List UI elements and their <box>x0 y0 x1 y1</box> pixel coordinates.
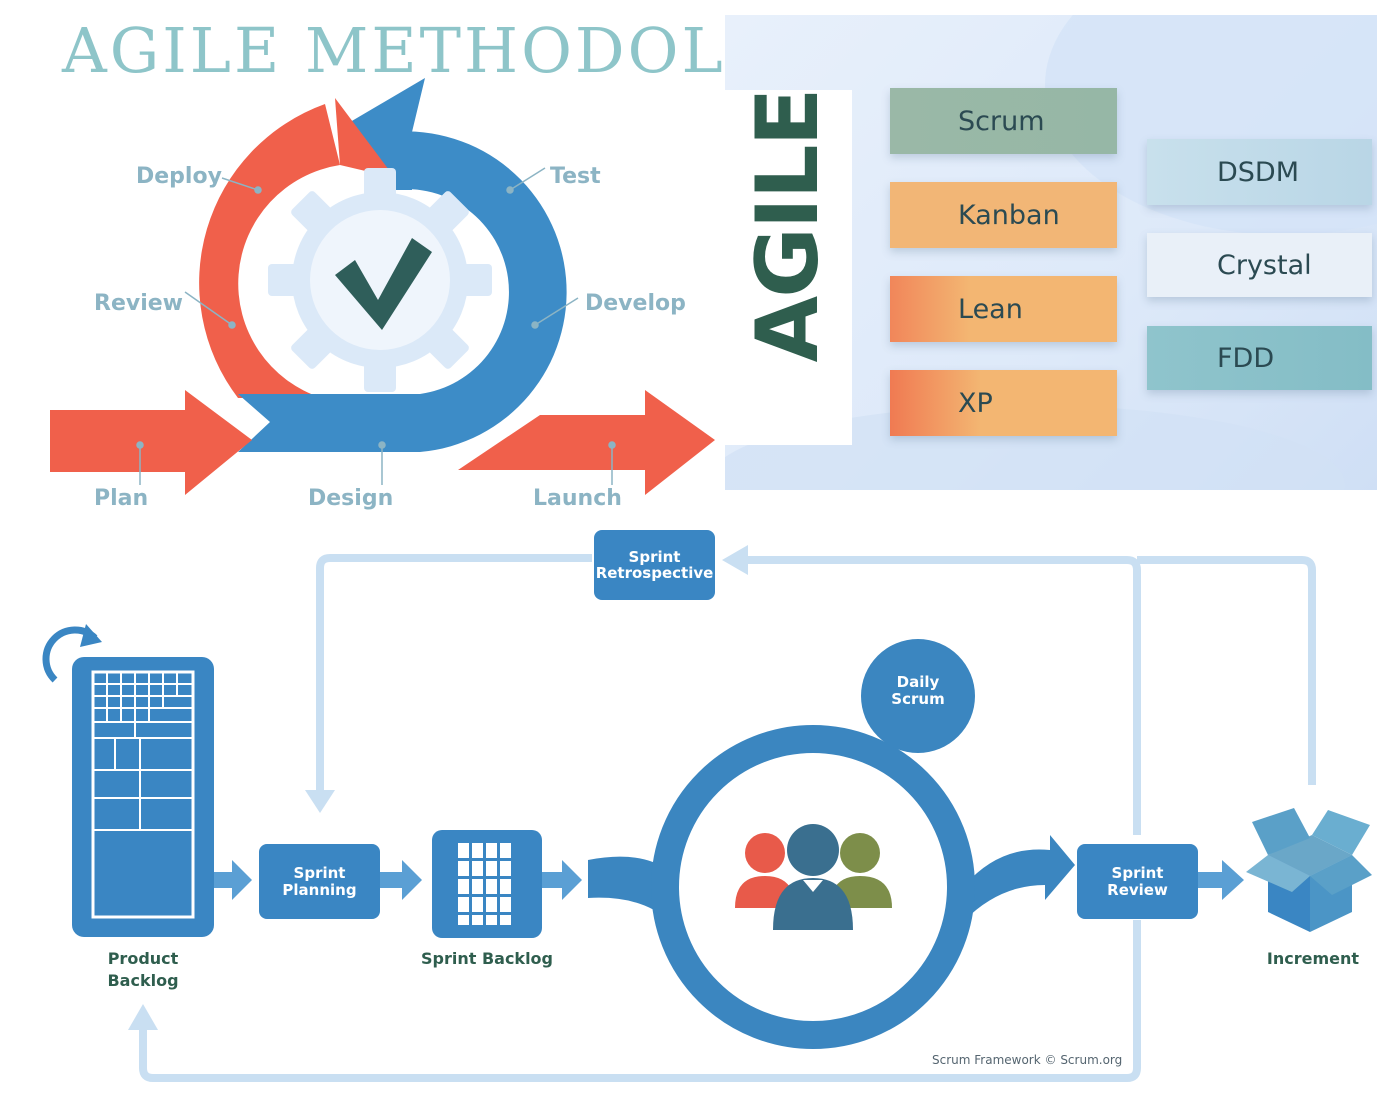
framework-fdd: FDD <box>1147 326 1372 390</box>
flow-arrow-1 <box>214 860 252 900</box>
flow-arrow-4 <box>1198 860 1244 900</box>
flow-arrow-3 <box>542 860 582 900</box>
sprint-retrospective-label: Sprint Retrospective <box>595 547 714 582</box>
daily-scrum-label: Daily Scrum <box>891 673 945 708</box>
launch-arrow <box>458 390 715 495</box>
sprint-planning-label: Sprint Planning <box>282 864 357 899</box>
cycle-diagram <box>50 78 715 495</box>
red-arrowhead <box>335 98 395 178</box>
stage-plan: Plan <box>94 486 149 511</box>
plan-arrow <box>50 390 252 495</box>
framework-lean: Lean <box>890 276 1117 342</box>
agile-card <box>725 90 852 445</box>
retrospective-loop <box>316 554 592 795</box>
framework-crystal-label: Crystal <box>1217 249 1312 281</box>
stage-review: Review <box>94 291 183 316</box>
sprint-review-box: Sprint Review <box>1077 844 1198 919</box>
stage-test: Test <box>550 164 601 189</box>
open-box-icon <box>1246 808 1372 932</box>
framework-scrum: Scrum <box>890 88 1117 154</box>
retro-loop-arrowhead <box>305 790 335 813</box>
scrum-framework-panel: Sprint Retrospective Sprint Planning Spr… <box>0 520 1400 1120</box>
framework-crystal: Crystal <box>1147 233 1372 297</box>
sprint-review-label: Sprint Review <box>1107 864 1168 899</box>
checkmark-icon <box>335 238 432 330</box>
framework-dsdm-label: DSDM <box>1217 156 1300 188</box>
stage-deploy: Deploy <box>136 164 222 189</box>
sprint-retrospective-box: Sprint Retrospective <box>594 530 715 600</box>
increment-label: Increment <box>1266 949 1360 968</box>
product-backlog-label: Product Backlog <box>107 949 179 990</box>
framework-scrum-label: Scrum <box>958 105 1045 137</box>
scrum-credit: Scrum Framework © Scrum.org <box>932 1053 1123 1067</box>
sprint-backlog-label: Sprint Backlog <box>420 949 553 968</box>
scrum-diagram <box>42 545 1372 1082</box>
sprint-swoosh-out <box>965 835 1075 920</box>
agile-cycle-panel: AGILE METHODOLOG <box>0 0 725 530</box>
gear-icon <box>268 168 492 392</box>
agile-heading: AGILE <box>738 89 838 363</box>
sprint-grid-icon <box>432 830 542 938</box>
flow-arrow-2 <box>380 860 422 900</box>
stage-develop: Develop <box>585 291 686 316</box>
sprint-planning-box: Sprint Planning <box>259 844 380 919</box>
framework-kanban: Kanban <box>890 182 1117 248</box>
daily-scrum-circle <box>861 639 975 753</box>
retro-in-arrowhead <box>722 545 748 575</box>
framework-lean-label: Lean <box>958 293 1023 325</box>
blue-arrowhead <box>345 78 425 190</box>
framework-xp-label: XP <box>958 387 993 419</box>
team-icon <box>735 824 892 930</box>
stage-launch: Launch <box>533 486 622 511</box>
backlog-refinement-loop <box>139 920 1141 1082</box>
refresh-icon <box>42 624 102 683</box>
cycle-title: AGILE METHODOLOG <box>62 14 725 87</box>
framework-kanban-label: Kanban <box>958 199 1060 231</box>
framework-xp: XP <box>890 370 1117 436</box>
sprint-swoosh-in <box>588 856 668 920</box>
framework-fdd-label: FDD <box>1217 342 1275 374</box>
increment-loop <box>1137 556 1316 785</box>
framework-dsdm: DSDM <box>1147 139 1372 205</box>
test-develop-ring <box>238 131 567 452</box>
review-to-retro-loop <box>745 556 1141 835</box>
backlog-loop-arrowhead <box>128 1004 158 1030</box>
backlog-board-icon <box>72 657 214 937</box>
stage-design: Design <box>308 486 394 511</box>
agile-frameworks-panel: AGILE Scrum Kanban Lean XP DSDM Crystal … <box>725 15 1377 490</box>
